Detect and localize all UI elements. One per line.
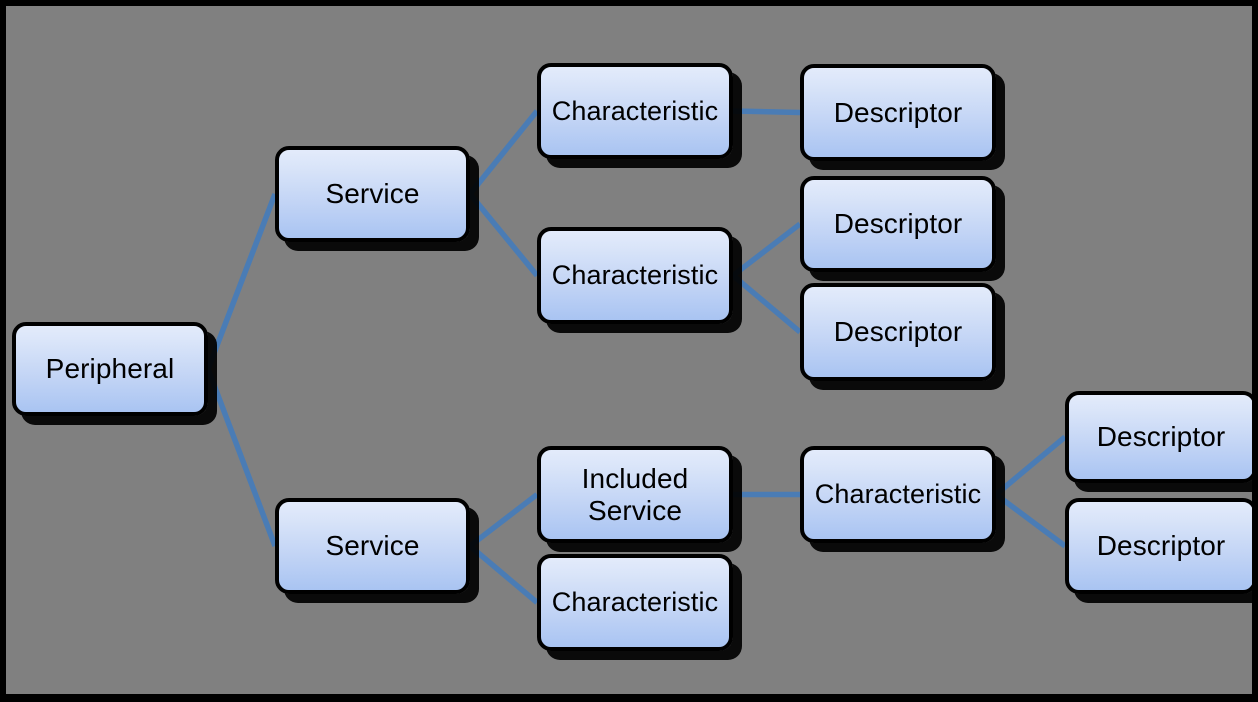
node-label: Descriptor [1096,530,1226,562]
node-label: Descriptor [833,208,963,240]
edge-char-2-desc-3 [731,273,802,335]
node-char-3[interactable]: Characteristic [537,554,733,651]
node-desc-4[interactable]: Descriptor [1065,391,1252,483]
node-label: Included Service [581,463,689,526]
edge-char-4-desc-5 [994,492,1067,549]
edge-service-top-char-1 [467,109,540,196]
node-desc-2[interactable]: Descriptor [800,176,996,272]
node-label: Characteristic [814,479,982,510]
edge-peripheral-service-top [205,193,278,370]
node-label: Peripheral [45,353,175,385]
node-label: Characteristic [551,95,719,126]
node-label: Descriptor [1096,421,1226,453]
node-label: Service [325,530,420,562]
node-char-4[interactable]: Characteristic [800,446,996,543]
node-desc-3[interactable]: Descriptor [800,283,996,381]
node-label: Service [325,178,420,210]
node-char-2[interactable]: Characteristic [537,227,733,324]
node-label: Descriptor [833,96,963,128]
edge-char-1-desc-1 [732,108,801,116]
node-char-1[interactable]: Characteristic [537,63,733,159]
edge-char-4-desc-4 [994,434,1067,497]
node-desc-1[interactable]: Descriptor [800,64,996,161]
node-label: Characteristic [551,260,719,291]
node-peripheral[interactable]: Peripheral [12,322,208,416]
edge-peripheral-service-bot [205,368,278,547]
edge-service-top-char-2 [467,192,540,278]
edge-service-bot-char-3 [468,543,539,605]
node-service-bot[interactable]: Service [275,498,470,594]
node-label: Characteristic [551,587,719,618]
node-desc-5[interactable]: Descriptor [1065,498,1252,594]
node-label: Descriptor [833,316,963,348]
node-included[interactable]: Included Service [537,446,733,543]
node-service-top[interactable]: Service [275,146,470,242]
edge-char-2-desc-2 [731,221,802,278]
edge-service-bot-included [468,492,539,549]
